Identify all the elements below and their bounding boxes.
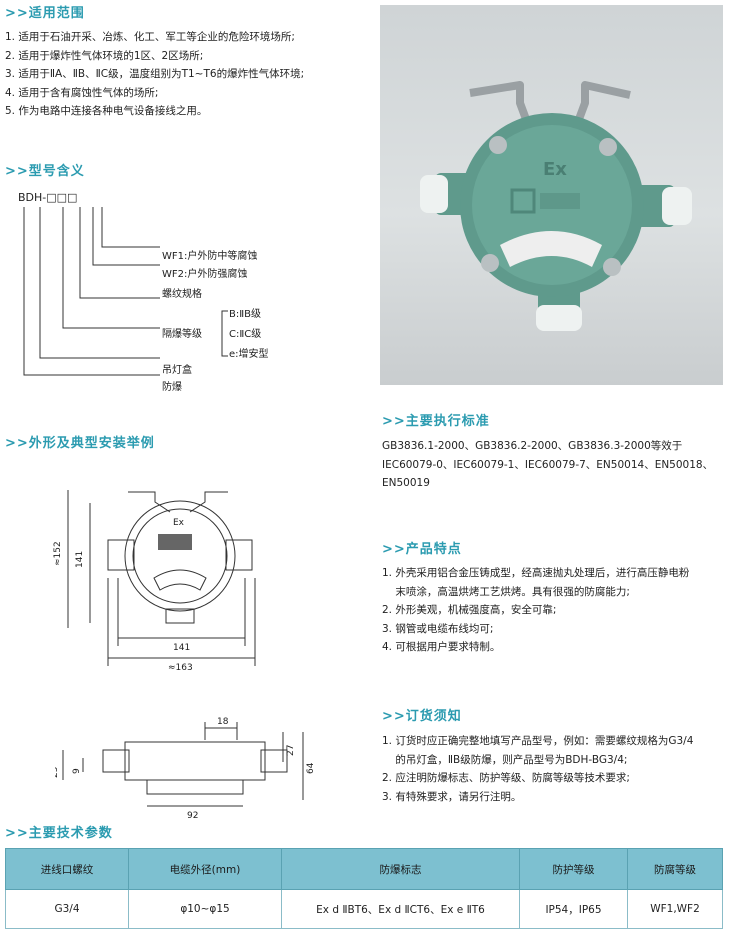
label-grade-b: B:ⅡB级 bbox=[229, 308, 261, 320]
label-wf2: WF2:户外防强腐蚀 bbox=[162, 267, 247, 280]
dim-141-horizontal: 141 bbox=[173, 643, 190, 653]
dim-163: ≈163 bbox=[168, 663, 193, 673]
dim-141-vertical: 141 bbox=[75, 551, 85, 568]
ordering-line: 的吊灯盒，ⅡB级防爆，则产品型号为BDH-BG3/4; bbox=[382, 753, 628, 766]
col-protection: 防护等级 bbox=[519, 848, 628, 890]
standards-line: IEC60079-0、IEC60079-1、IEC60079-7、EN50014… bbox=[382, 458, 714, 471]
product-photo: Ex bbox=[380, 5, 723, 385]
label-grade-e: e:增安型 bbox=[229, 347, 269, 360]
features-text: 1. 外壳采用铝合金压铸成型，经高速抛丸处理后，进行高压静电粉 末喷涂，高温烘烤… bbox=[382, 564, 689, 657]
application-list: 1. 适用于石油开采、冶炼、化工、军工等企业的危险环境场所; 2. 适用于爆炸性… bbox=[5, 28, 304, 121]
label-box: 吊灯盒 bbox=[162, 363, 192, 376]
features-line: 末喷涂，高温烘烤工艺烘烤。具有很强的防腐能力; bbox=[382, 585, 630, 598]
cell-protection: IP54，IP65 bbox=[519, 889, 628, 929]
dim-64: 64 bbox=[306, 762, 315, 774]
ordering-title: >>订货须知 bbox=[382, 709, 462, 724]
shape-title: >>外形及典型安装举例 bbox=[5, 436, 155, 451]
label-thread: 螺纹规格 bbox=[162, 287, 202, 300]
dim-92: 92 bbox=[187, 811, 198, 821]
cell-cable: φ10~φ15 bbox=[128, 889, 282, 929]
standards-text: GB3836.1-2000、GB3836.2-2000、GB3836.3-200… bbox=[382, 437, 713, 493]
ordering-line: 2. 应注明防爆标志、防护等级、防腐等级等技术要求; bbox=[382, 772, 630, 784]
col-explosion: 防爆标志 bbox=[281, 848, 520, 890]
standards-title: >>主要执行标准 bbox=[382, 414, 490, 429]
list-item: 5. 作为电路中连接各种电气设备接线之用。 bbox=[5, 105, 208, 117]
table-row: G3/4 φ10~φ15 Ex d ⅡBT6、Ex d ⅡCT6、Ex e ⅡT… bbox=[5, 889, 723, 929]
features-line: 3. 钢管或电缆布线均可; bbox=[382, 622, 494, 635]
model-title: >>型号含义 bbox=[5, 164, 85, 179]
list-item: 2. 适用于爆炸性气体环境的1区、2区场所; bbox=[5, 49, 204, 62]
features-line: 4. 可根据用户要求特制。 bbox=[382, 641, 501, 653]
features-line: 1. 外壳采用铝合金压铸成型，经高速抛丸处理后，进行高压静电粉 bbox=[382, 567, 690, 579]
label-grade: 隔爆等级 bbox=[162, 327, 202, 340]
application-title: >>适用范围 bbox=[5, 6, 85, 21]
ordering-line: 3. 有特殊要求，请另行注明。 bbox=[382, 790, 522, 803]
list-item: 4. 适用于含有腐蚀性气体的场所; bbox=[5, 86, 159, 99]
list-item: 1. 适用于石油开采、冶炼、化工、军工等企业的危险环境场所; bbox=[5, 31, 295, 43]
cell-thread: G3/4 bbox=[5, 889, 129, 929]
dim-152: ≈152 bbox=[53, 541, 63, 566]
dim-27: 27 bbox=[286, 745, 296, 756]
label-wf1: WF1:户外防中等腐蚀 bbox=[162, 249, 257, 262]
ordering-text: 1. 订货时应正确完整地填写产品型号，例如：需要螺纹规格为G3/4 的吊灯盒，Ⅱ… bbox=[382, 732, 693, 806]
params-title: >>主要技术参数 bbox=[5, 826, 113, 841]
standards-line: EN50019 bbox=[382, 477, 430, 489]
model-code: BDH-□□□ bbox=[18, 191, 77, 204]
ordering-line: 1. 订货时应正确完整地填写产品型号，例如：需要螺纹规格为G3/4 bbox=[382, 735, 694, 747]
cell-explosion: Ex d ⅡBT6、Ex d ⅡCT6、Ex e ⅡT6 bbox=[281, 889, 520, 929]
table-header-row: 进线口螺纹 电缆外径(mm) 防爆标志 防护等级 防腐等级 bbox=[5, 848, 723, 890]
dim-25: 25 bbox=[55, 767, 60, 778]
junction-box-illustration: Ex bbox=[420, 81, 692, 331]
col-cable: 电缆外径(mm) bbox=[128, 848, 282, 890]
params-table: 进线口螺纹 电缆外径(mm) 防爆标志 防护等级 防腐等级 G3/4 φ10~φ… bbox=[5, 848, 723, 929]
ex-mark: Ex bbox=[543, 159, 567, 180]
dim-18: 18 bbox=[217, 717, 229, 727]
standards-line: GB3836.1-2000、GB3836.2-2000、GB3836.3-200… bbox=[382, 440, 683, 452]
side-view-drawing: 18 25 9 27 64 92 bbox=[55, 717, 315, 821]
features-line: 2. 外形美观，机械强度高，安全可靠; bbox=[382, 604, 557, 616]
features-title: >>产品特点 bbox=[382, 542, 462, 557]
dim-ex: Ex bbox=[173, 518, 185, 528]
front-view-drawing: Ex ≈152 141 141 ≈163 bbox=[53, 490, 256, 673]
cell-anticorrosion: WF1,WF2 bbox=[627, 889, 723, 929]
list-item: 3. 适用于ⅡA、ⅡB、ⅡC级，温度组别为T1~T6的爆炸性气体环境; bbox=[5, 68, 305, 80]
label-grade-c: C:ⅡC级 bbox=[229, 328, 261, 340]
label-explosion: 防爆 bbox=[162, 380, 182, 393]
col-thread: 进线口螺纹 bbox=[5, 848, 129, 890]
dim-9: 9 bbox=[72, 768, 82, 774]
col-anticorrosion: 防腐等级 bbox=[627, 848, 723, 890]
model-code-diagram: BDH-□□□ WF1:户外防中等腐蚀 WF2:户外防强腐蚀 螺纹规格 B:ⅡB… bbox=[18, 191, 269, 393]
